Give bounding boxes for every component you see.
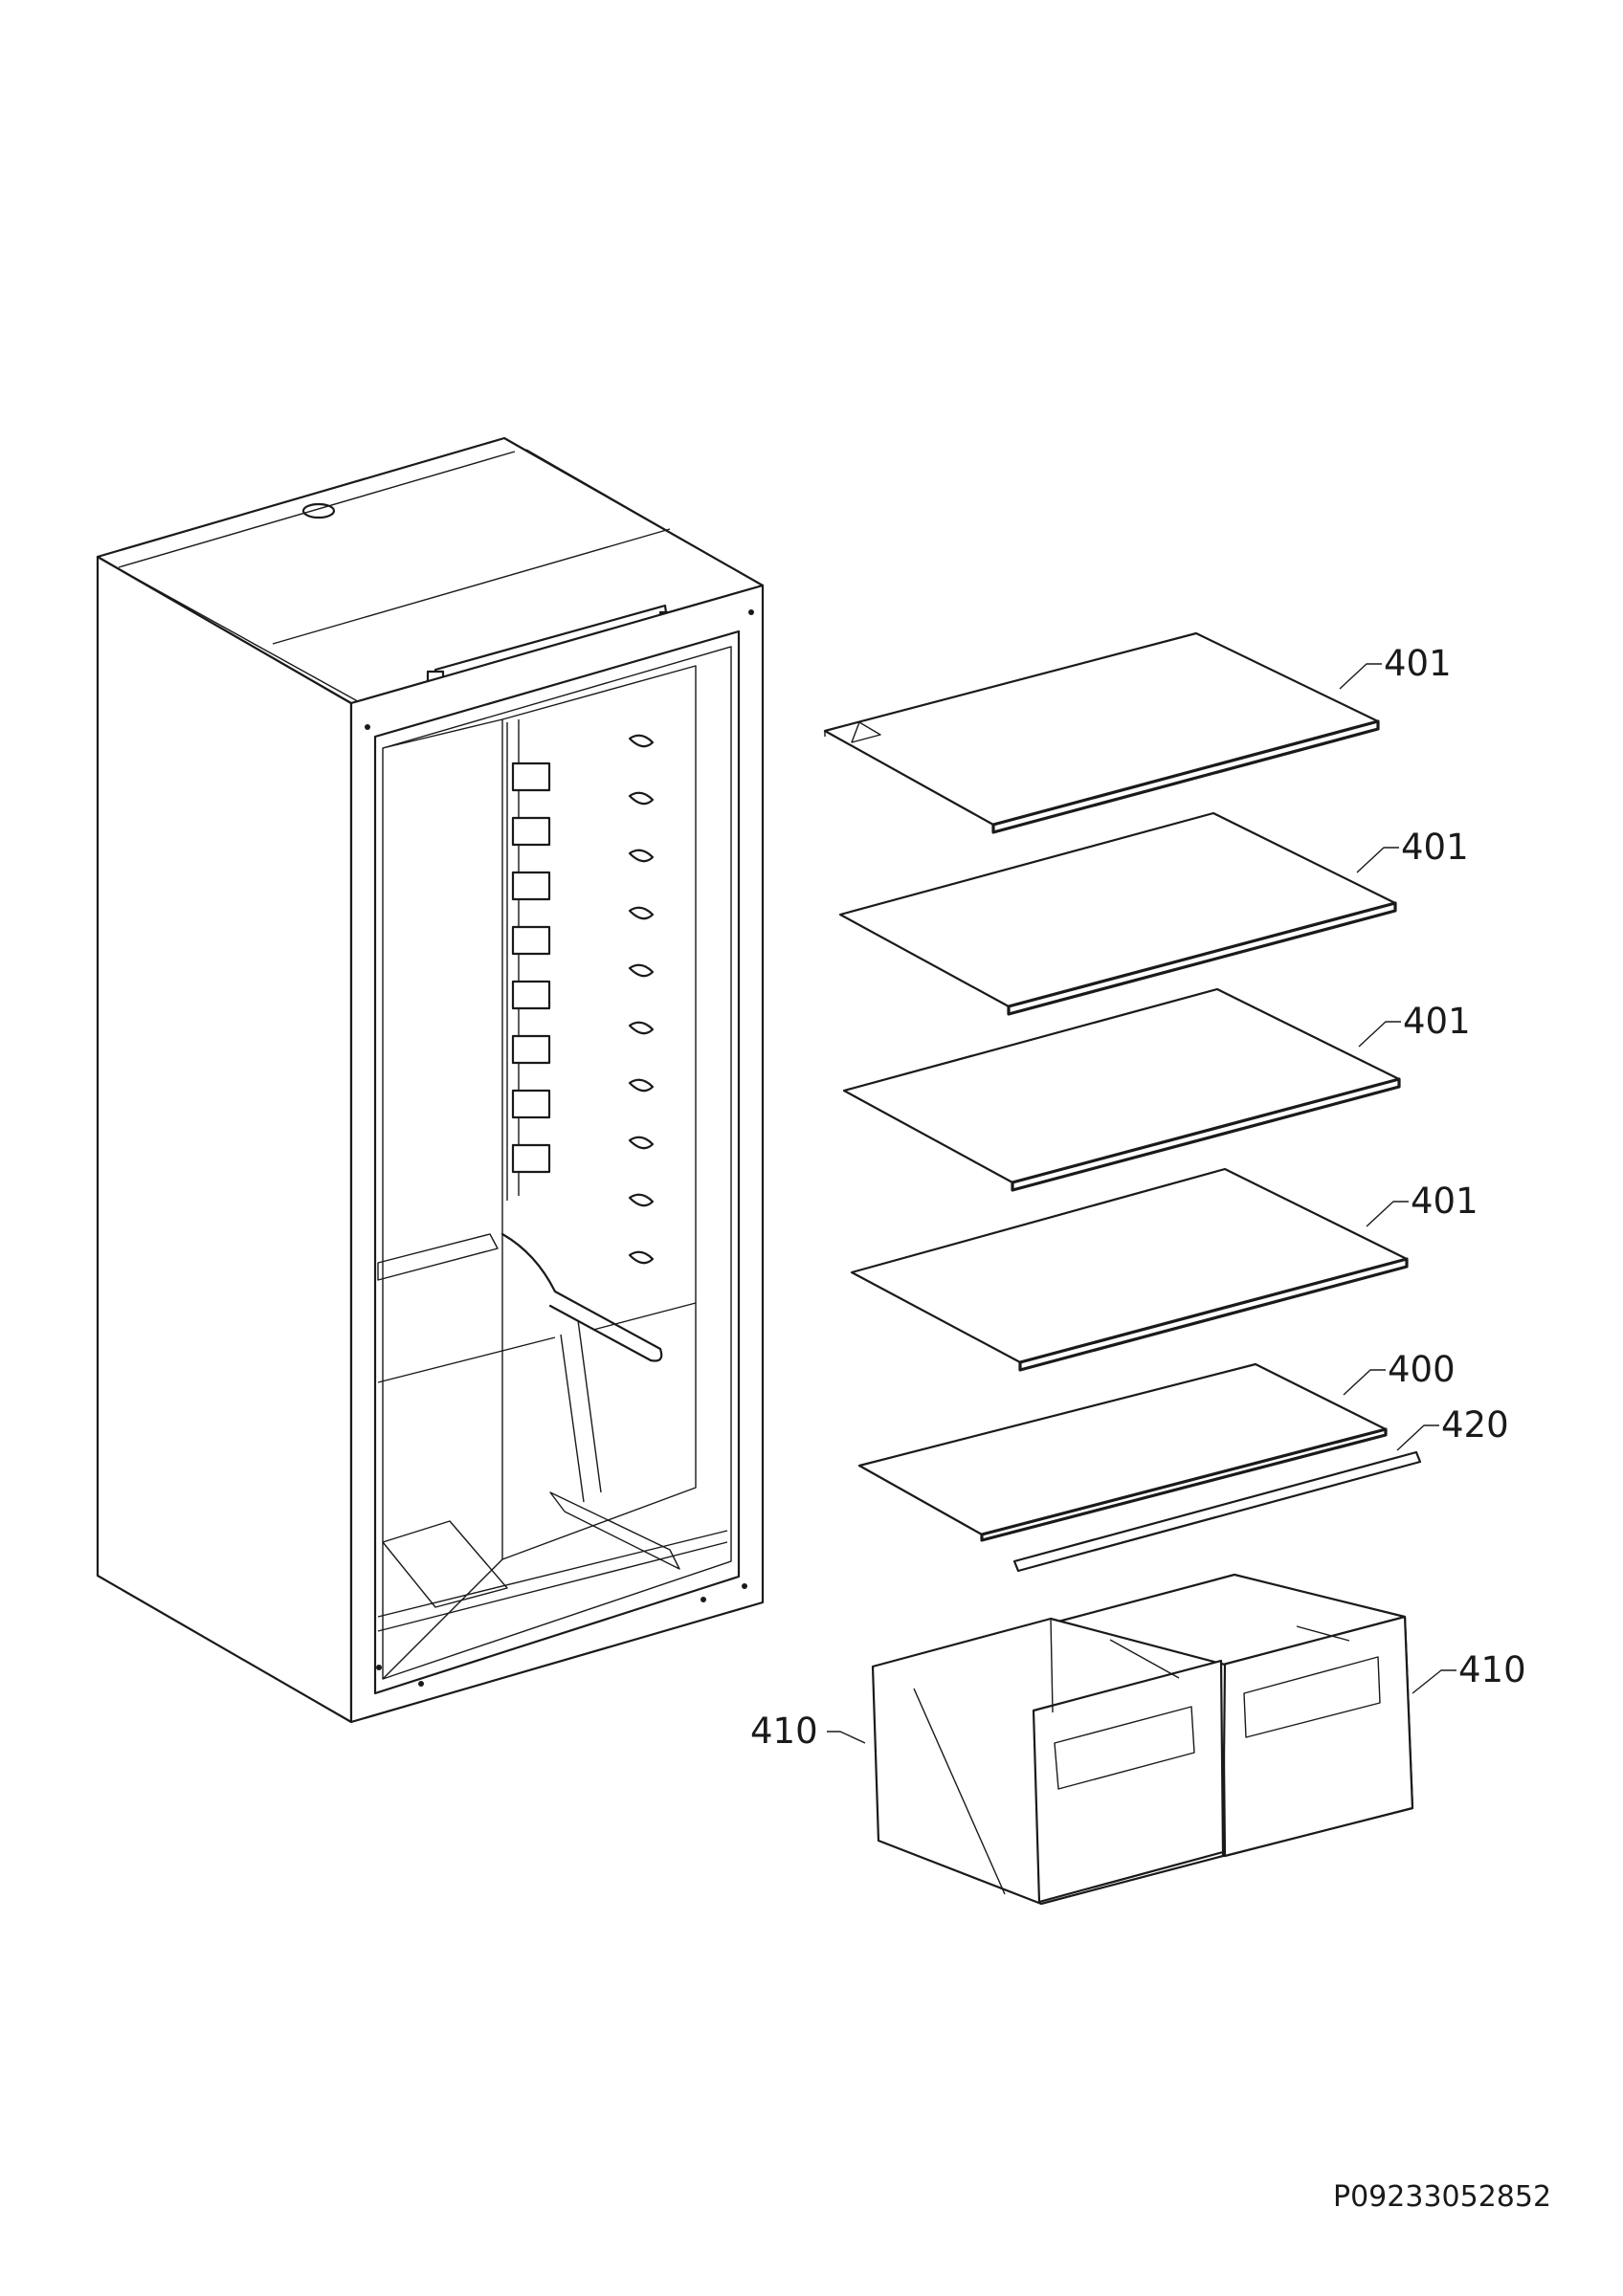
frame-screws xyxy=(365,609,754,1687)
shelf-trim-strip xyxy=(1012,1450,1422,1573)
crisper-drawers xyxy=(871,1573,1414,1906)
shelf-support-tabs xyxy=(628,734,655,1265)
document-code: P09233052852 xyxy=(1333,2180,1551,2214)
label-shelf-4: 401 xyxy=(1411,1181,1478,1222)
part-labels: 401 401 401 401 400 420 410 410 xyxy=(750,643,1526,1752)
glass-shelf-2 xyxy=(838,811,1397,1016)
shelf-support-blocks xyxy=(511,762,551,1174)
label-shelf-bottom: 400 xyxy=(1388,1349,1456,1390)
label-shelf-3: 401 xyxy=(1403,1001,1471,1042)
label-shelf-2: 401 xyxy=(1401,827,1469,868)
glass-shelf-bottom xyxy=(857,1362,1388,1542)
label-shelf-1: 401 xyxy=(1384,643,1452,684)
fridge-cabinet xyxy=(96,436,765,1724)
glass-shelf-3 xyxy=(842,987,1401,1192)
label-drawer-right: 410 xyxy=(1458,1649,1526,1690)
glass-shelf-4 xyxy=(850,1167,1409,1372)
label-shelf-trim: 420 xyxy=(1441,1404,1509,1446)
label-drawer-left: 410 xyxy=(750,1711,818,1752)
glass-shelf-1 xyxy=(823,631,1380,834)
leader-lines xyxy=(827,663,1456,1744)
